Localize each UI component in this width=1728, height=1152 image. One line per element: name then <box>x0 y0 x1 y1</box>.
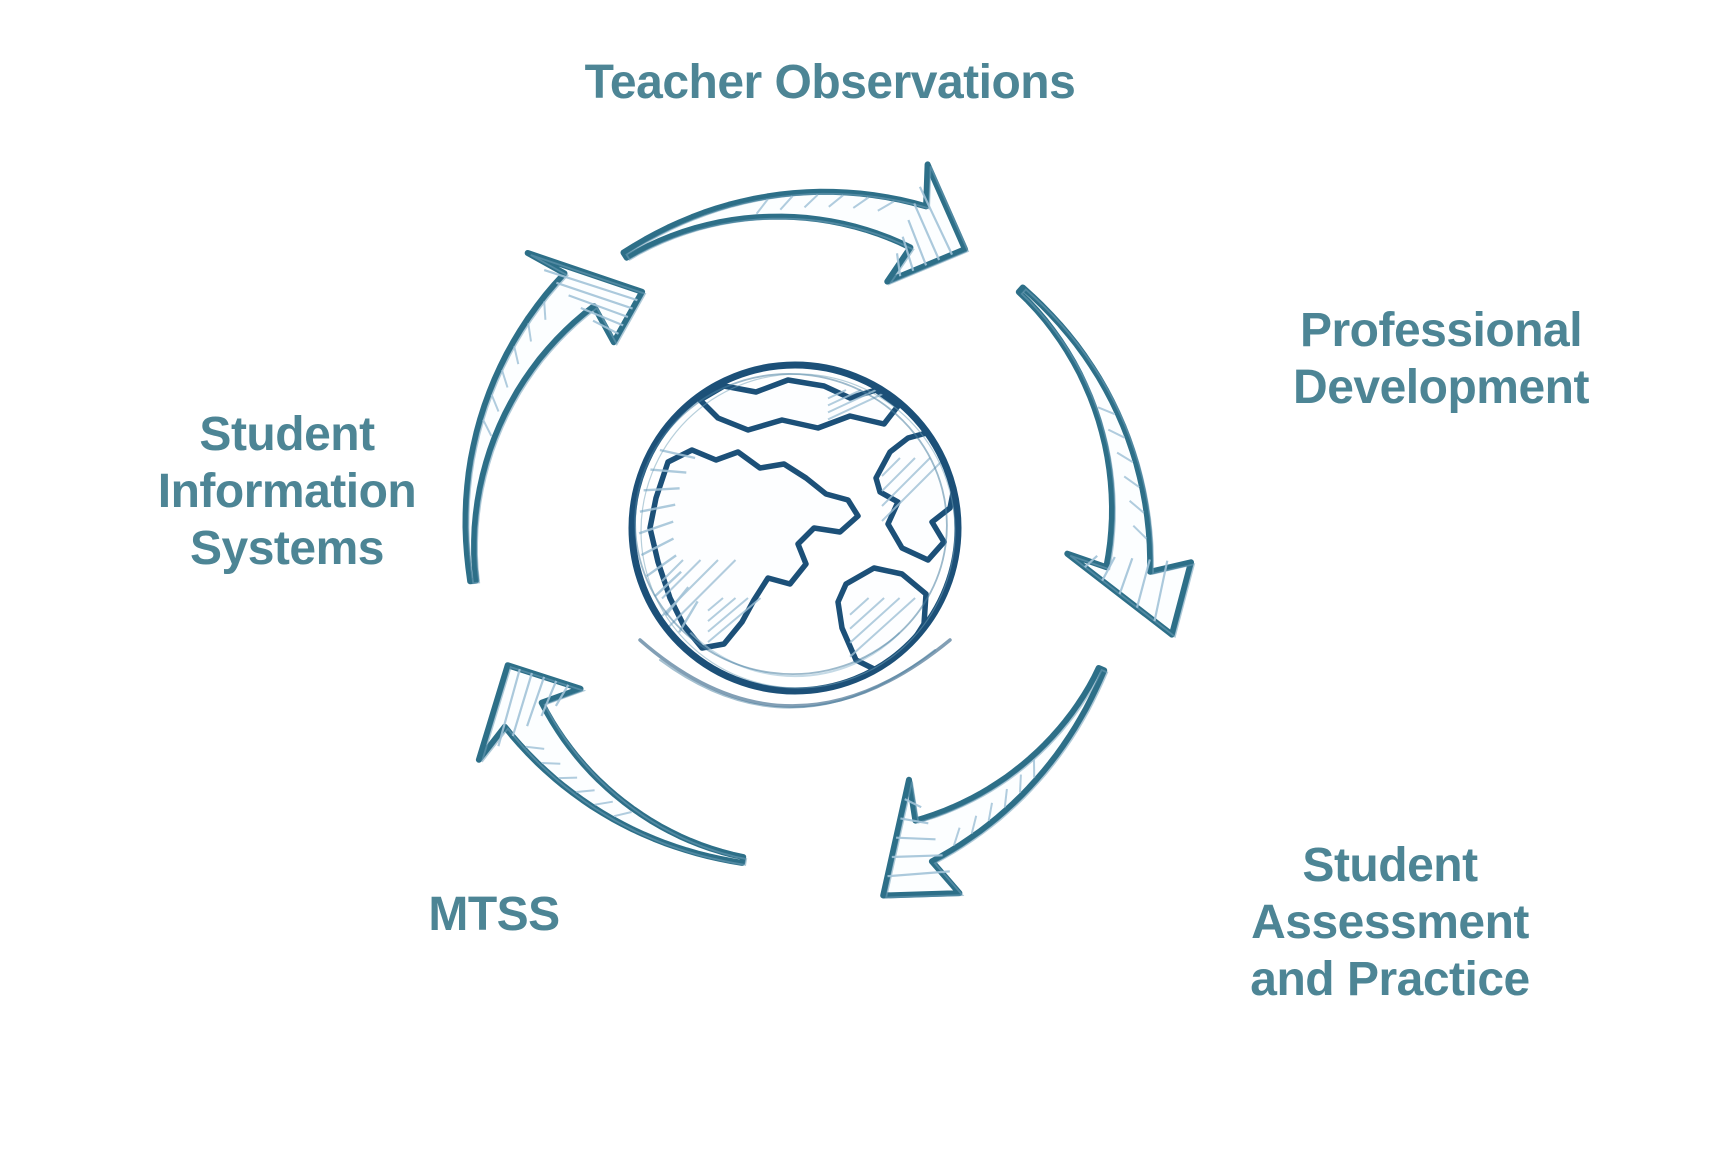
label-line: Information <box>157 465 417 519</box>
label-line: Student <box>1302 839 1478 892</box>
label-line: Systems <box>190 522 384 576</box>
label-line: Development <box>1293 361 1589 415</box>
label-line: Professional <box>1299 304 1583 357</box>
node-label-professional-development: Professional Development <box>1241 302 1641 416</box>
node-label-teacher-observations: Teacher Observations <box>580 54 1080 111</box>
cycle-arrow-right <box>1015 284 1196 639</box>
node-label-student-information-systems: Student Information Systems <box>87 406 487 577</box>
cycle-arrows <box>462 161 1196 899</box>
label-line: Student <box>199 408 375 461</box>
node-label-student-assessment-and-practice: Student Assessment and Practice <box>1140 837 1640 1008</box>
cycle-arrow-left <box>462 250 647 585</box>
label-line: MTSS <box>428 888 560 941</box>
globe-icon <box>628 361 962 709</box>
cycle-arrow-bottom-left <box>475 662 748 866</box>
label-line: Assessment <box>1251 896 1529 950</box>
cycle-arrow-bottom-right <box>880 665 1109 899</box>
cycle-arrow-top <box>620 161 970 286</box>
label-line: and Practice <box>1250 953 1530 1007</box>
node-label-mtss: MTSS <box>394 886 594 943</box>
label-line: Teacher Observations <box>584 56 1076 109</box>
